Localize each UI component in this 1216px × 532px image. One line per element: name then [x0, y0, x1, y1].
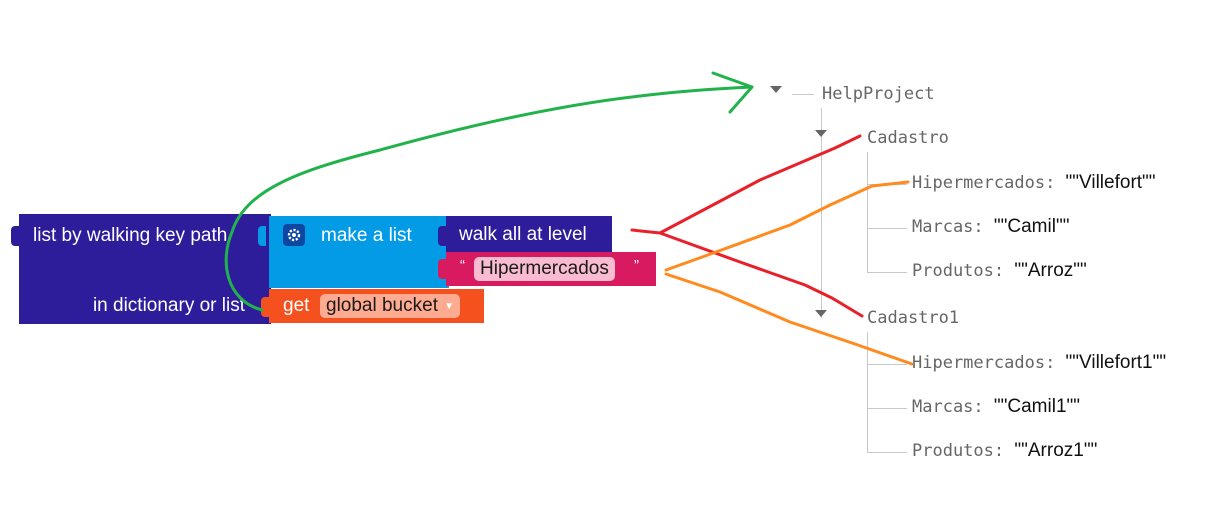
tree-item-separator: : [993, 261, 1015, 281]
tree-item-key: Hipermercados [912, 173, 1046, 193]
in-dictionary-label: in dictionary or list [92, 295, 245, 316]
variable-dropdown[interactable]: global bucket ▼ [320, 294, 460, 318]
tree-item-value: ""Villefort"" [1065, 172, 1156, 193]
tree-item-value: ""Villefort1"" [1065, 352, 1167, 373]
get-block-plug [261, 297, 269, 317]
tree-connector [867, 408, 907, 409]
tree-item: Hipermercados: ""Villefort"" [912, 172, 1156, 194]
walk-all-label: walk all at level [459, 224, 587, 245]
tree-connector [867, 228, 907, 229]
tree-item-key: Marcas [912, 217, 974, 237]
tree-item: Produtos: ""Arroz1"" [912, 440, 1097, 462]
list-by-walking-label: list by walking key path [33, 225, 228, 246]
tree-item-value: ""Arroz1"" [1014, 440, 1098, 461]
tree-item-separator: : [973, 397, 994, 417]
variable-name: global bucket [326, 295, 438, 316]
tree-item-key: Marcas [912, 397, 974, 417]
chevron-down-icon: ▼ [444, 301, 454, 312]
tree-item-separator: : [1045, 353, 1066, 373]
block-output-plug [11, 226, 19, 246]
collapse-triangle-icon[interactable] [770, 86, 782, 93]
walk-all-at-level-block[interactable]: walk all at level [446, 216, 612, 252]
tree-connector [867, 152, 868, 272]
tree-item-key: Produtos [912, 441, 994, 461]
collapse-triangle-icon[interactable] [815, 310, 827, 317]
make-a-list-label: make a list [321, 225, 412, 246]
open-quote: “ [460, 257, 465, 274]
tree-connector [792, 94, 814, 95]
tree-connector [867, 364, 907, 365]
walk-all-plug [438, 226, 446, 246]
collapse-triangle-icon[interactable] [815, 130, 827, 137]
tree-item-value: ""Camil"" [993, 216, 1070, 237]
tree-connector [821, 108, 822, 318]
tree-root-label: HelpProject [822, 84, 935, 104]
get-variable-block[interactable]: get global bucket ▼ [269, 289, 484, 323]
tree-item: Produtos: ""Arroz"" [912, 260, 1087, 282]
tree-connector [867, 332, 868, 452]
red-annotation-line [630, 134, 864, 318]
tree-item-separator: : [993, 441, 1015, 461]
orange-annotation-line [664, 180, 914, 366]
text-value-field[interactable]: Hipermercados [474, 257, 615, 281]
make-a-list-block[interactable]: make a list [269, 216, 449, 288]
tree-item-value: ""Arroz"" [1014, 260, 1087, 281]
text-string-block[interactable]: “ Hipermercados ” [446, 252, 656, 286]
tree-node-label: Cadastro [867, 128, 949, 148]
tree-connector [867, 452, 907, 453]
tree-connector [867, 184, 907, 185]
tree-item-separator: : [1045, 173, 1066, 193]
tree-item: Marcas: ""Camil"" [912, 216, 1069, 238]
get-label: get [283, 295, 310, 316]
green-arrowhead [711, 71, 754, 114]
tree-node-label: Cadastro1 [867, 308, 960, 328]
tree-item-key: Produtos [912, 261, 994, 281]
tree-connector [867, 272, 907, 273]
tree-item: Marcas: ""Camil1"" [912, 396, 1080, 418]
tree-item-key: Hipermercados [912, 353, 1046, 373]
make-list-input-socket [258, 226, 266, 246]
list-by-walking-key-path-block[interactable]: list by walking key path in dictionary o… [19, 214, 271, 324]
tree-item: Hipermercados: ""Villefort1"" [912, 352, 1166, 374]
tree-item-value: ""Camil1"" [993, 396, 1081, 417]
close-quote: ” [634, 257, 639, 274]
gear-icon[interactable] [283, 224, 305, 246]
tree-item-separator: : [973, 217, 994, 237]
text-block-plug [438, 259, 446, 279]
